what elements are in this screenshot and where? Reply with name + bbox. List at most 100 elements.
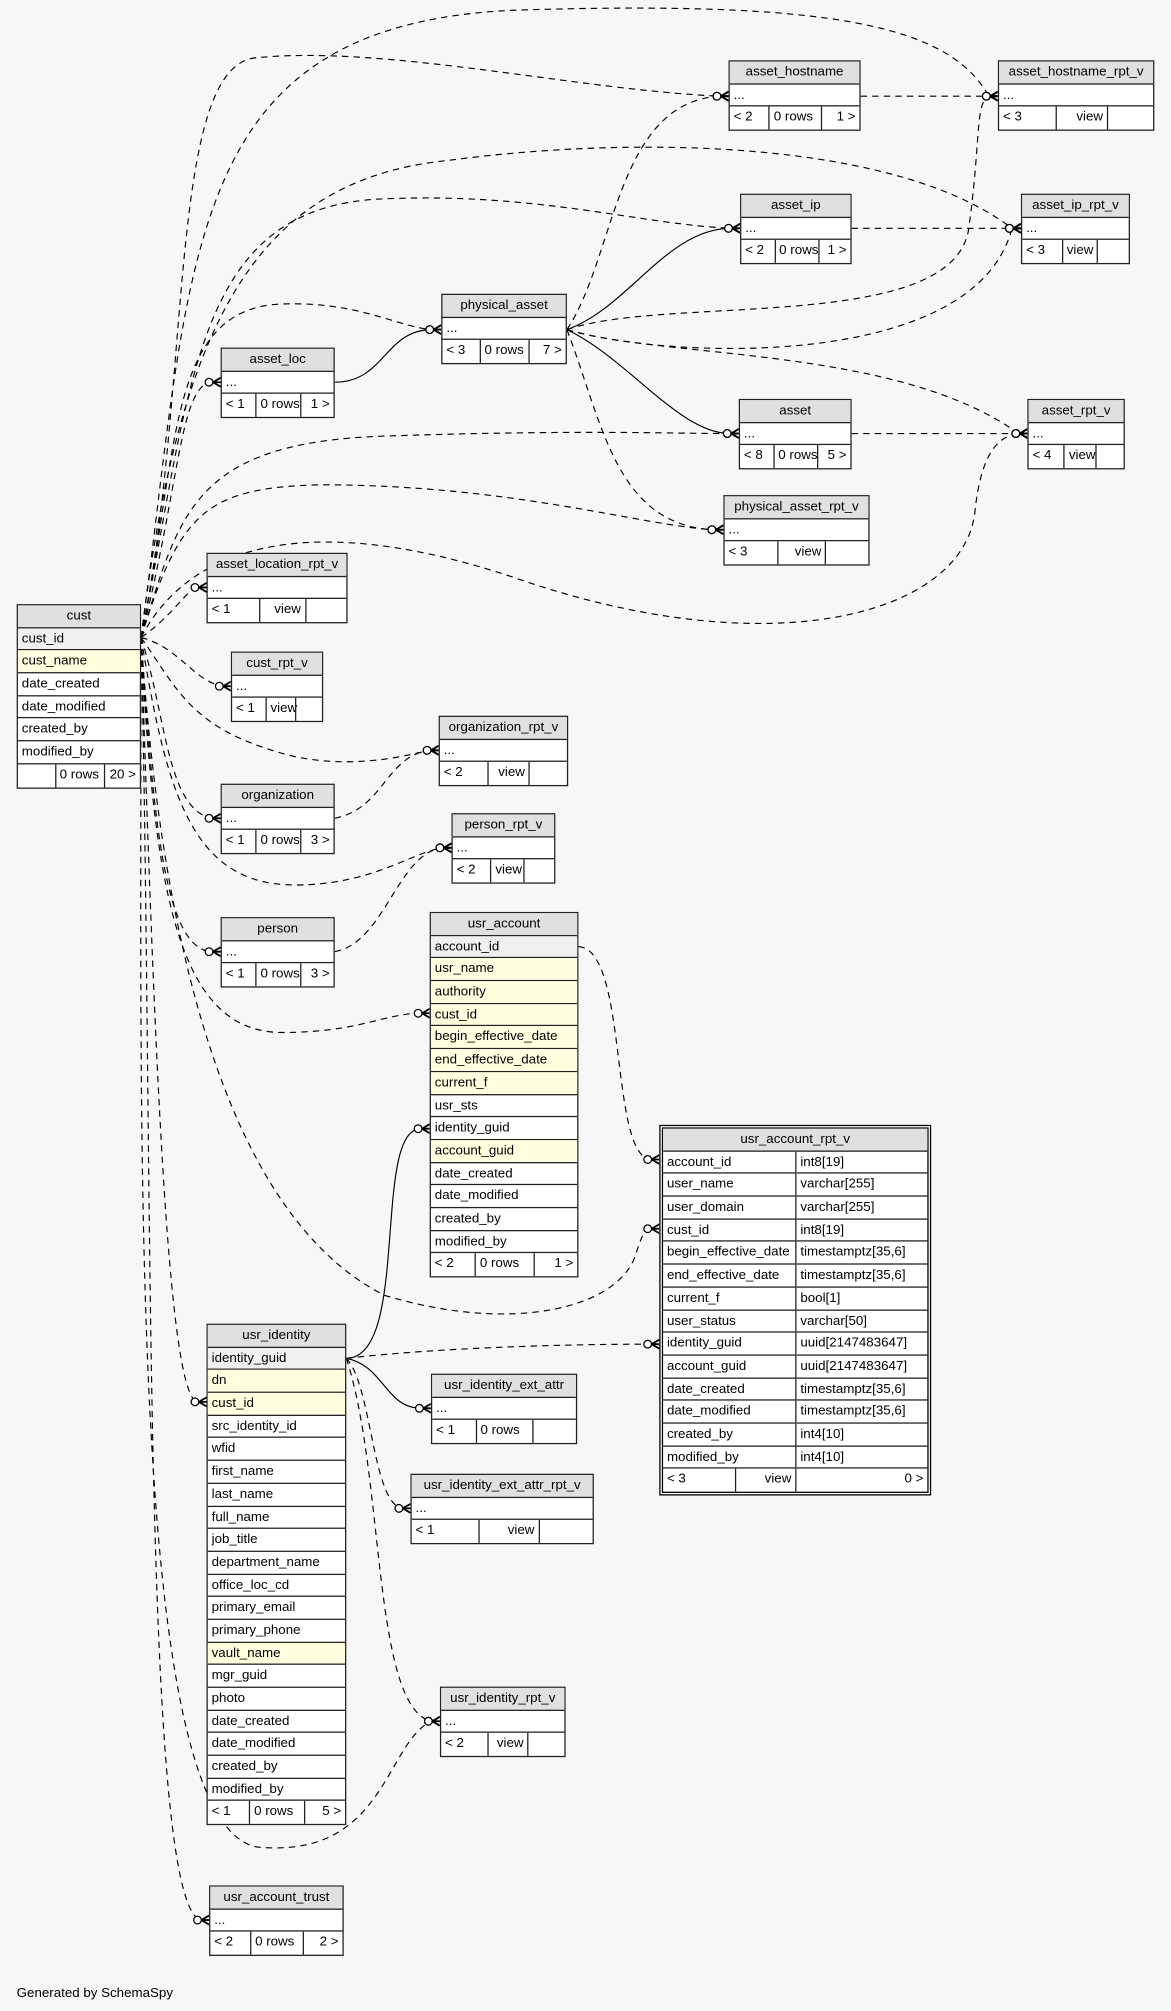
- column-row[interactable]: primary_phone: [207, 1620, 346, 1643]
- column-row[interactable]: date_created: [17, 673, 140, 697]
- column-row[interactable]: ...: [432, 1398, 576, 1421]
- column-row[interactable]: ...: [729, 84, 860, 107]
- column-row[interactable]: cust_id: [17, 628, 140, 651]
- column-row[interactable]: office_loc_cd: [207, 1574, 346, 1598]
- column-row[interactable]: ...: [1028, 423, 1124, 446]
- column-row[interactable]: ...: [210, 1909, 343, 1933]
- column-row[interactable]: full_name: [207, 1506, 346, 1530]
- parents-count[interactable]: < 1: [211, 1805, 231, 1820]
- column-row[interactable]: created_by: [430, 1208, 578, 1231]
- children-count[interactable]: [538, 1520, 592, 1544]
- column-row[interactable]: date_modified: [430, 1185, 578, 1209]
- children-count[interactable]: 1 >: [820, 106, 859, 130]
- children-count[interactable]: 5 >: [817, 445, 850, 469]
- table-header[interactable]: asset_ip: [741, 194, 851, 218]
- column-row[interactable]: account_id: [430, 935, 578, 959]
- column-row[interactable]: date_modified: [207, 1733, 346, 1756]
- table-header[interactable]: person: [221, 918, 334, 942]
- table-header[interactable]: asset_rpt_v: [1028, 400, 1124, 423]
- column-row[interactable]: wfid: [207, 1438, 346, 1462]
- children-count[interactable]: 5 >: [303, 1801, 345, 1825]
- column-row[interactable]: ...: [442, 318, 566, 341]
- parents-count[interactable]: < 3: [1002, 110, 1022, 125]
- parents-count[interactable]: < 8: [743, 449, 763, 464]
- children-count[interactable]: 3 >: [299, 963, 333, 987]
- children-count[interactable]: [528, 762, 567, 786]
- children-count[interactable]: [1096, 240, 1129, 264]
- table-header[interactable]: usr_account: [430, 913, 578, 936]
- parents-count[interactable]: < 2: [456, 863, 476, 878]
- column-row[interactable]: ...: [221, 372, 334, 395]
- column-row[interactable]: usr_sts: [430, 1095, 578, 1118]
- column-row[interactable]: photo: [207, 1688, 346, 1711]
- table-header[interactable]: asset: [740, 400, 851, 423]
- column-row[interactable]: cust_id: [207, 1392, 346, 1416]
- children-count[interactable]: [294, 698, 322, 721]
- column-row[interactable]: authority: [430, 981, 578, 1004]
- table-header[interactable]: asset_hostname_rpt_v: [999, 61, 1154, 85]
- column-row[interactable]: dn: [207, 1370, 346, 1393]
- children-count[interactable]: 1 >: [533, 1253, 577, 1277]
- parents-count[interactable]: < 3: [446, 344, 466, 359]
- column-row[interactable]: ...: [741, 218, 851, 241]
- parents-count[interactable]: < 2: [443, 766, 463, 781]
- column-row[interactable]: modified_by: [207, 1779, 346, 1802]
- children-count[interactable]: 1 >: [299, 394, 333, 417]
- column-row[interactable]: first_name: [207, 1461, 346, 1484]
- column-row[interactable]: created_by: [17, 719, 140, 742]
- column-row[interactable]: primary_email: [207, 1597, 346, 1620]
- parents-count[interactable]: < 3: [728, 545, 748, 560]
- column-row[interactable]: src_identity_id: [207, 1416, 346, 1439]
- column-row[interactable]: ...: [1022, 218, 1129, 241]
- column-row[interactable]: identity_guid: [207, 1347, 346, 1371]
- table-header[interactable]: physical_asset: [442, 294, 566, 318]
- column-row[interactable]: ...: [221, 941, 334, 964]
- column-row[interactable]: vault_name: [207, 1642, 346, 1666]
- children-count[interactable]: 3 >: [299, 830, 333, 854]
- parents-count[interactable]: < 2: [745, 244, 765, 259]
- column-row[interactable]: created_by: [207, 1756, 346, 1779]
- table-header[interactable]: usr_account_rpt_v: [663, 1128, 928, 1152]
- column-row[interactable]: last_name: [207, 1484, 346, 1507]
- table-header[interactable]: organization_rpt_v: [439, 716, 567, 740]
- table-header[interactable]: usr_identity_rpt_v: [441, 1687, 565, 1711]
- children-count[interactable]: 7 >: [528, 340, 566, 364]
- table-header[interactable]: person_rpt_v: [452, 814, 555, 838]
- column-row[interactable]: date_created: [430, 1163, 578, 1186]
- column-row[interactable]: date_created: [207, 1711, 346, 1734]
- parents-count[interactable]: < 1: [415, 1524, 435, 1539]
- parents-count[interactable]: < 2: [733, 110, 753, 125]
- parents-count[interactable]: < 2: [445, 1737, 464, 1752]
- column-row[interactable]: modified_by: [17, 742, 140, 765]
- parents-count[interactable]: < 3: [1026, 244, 1045, 259]
- column-row[interactable]: cust_id: [430, 1003, 578, 1027]
- column-row[interactable]: mgr_guid: [207, 1665, 346, 1688]
- column-row[interactable]: date_modified: [17, 696, 140, 719]
